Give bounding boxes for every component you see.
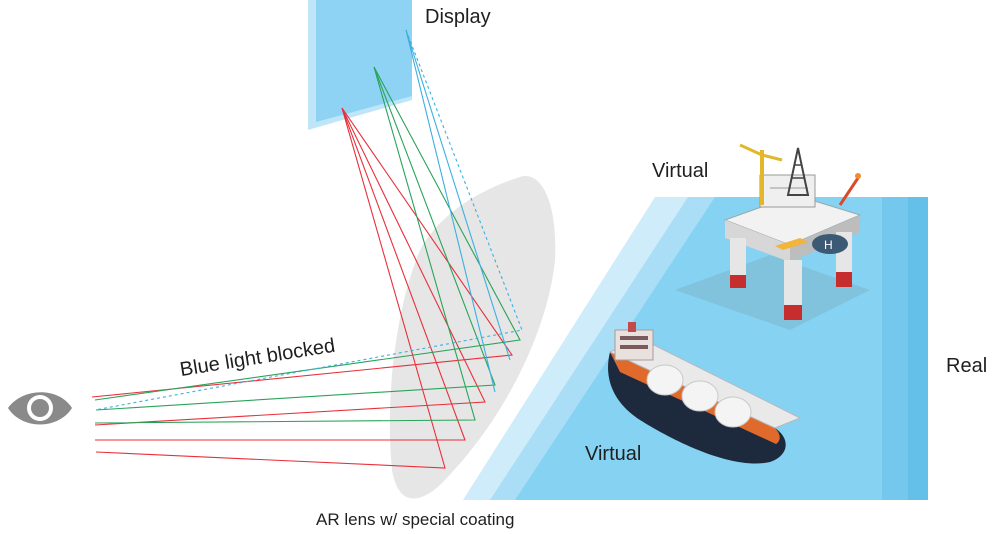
virtual-ship-label: Virtual xyxy=(585,443,642,465)
virtual-platform-label: Virtual xyxy=(652,160,709,182)
eye-icon xyxy=(8,392,72,425)
svg-text:H: H xyxy=(824,238,833,252)
blue-rays xyxy=(94,29,523,411)
red-rays xyxy=(91,107,513,469)
tanker-ship xyxy=(608,322,802,464)
oil-platform: H xyxy=(675,143,870,330)
display-panel xyxy=(308,0,412,130)
green-rays xyxy=(94,66,521,424)
display-label: Display xyxy=(425,6,491,28)
lens-label: AR lens w/ special coating xyxy=(316,510,515,529)
real-label: Real xyxy=(946,355,988,377)
